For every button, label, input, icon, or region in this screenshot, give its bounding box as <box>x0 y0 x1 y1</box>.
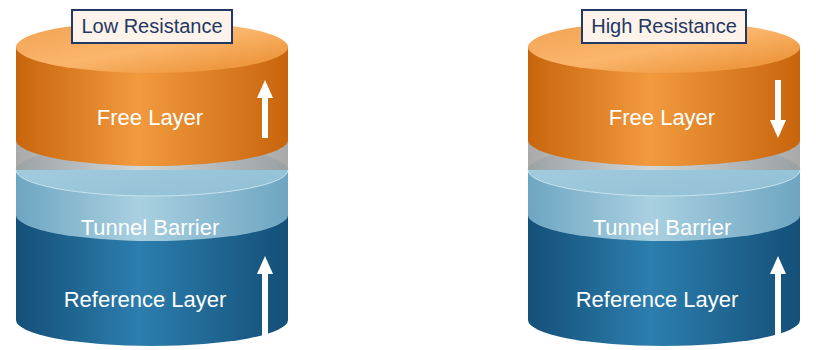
resistance-label-box: High Resistance <box>581 9 747 44</box>
state-label: Low Resistance <box>81 15 222 38</box>
mtj-stack <box>16 21 288 346</box>
layer-band: Reference Layer <box>35 282 255 318</box>
layer-label: Free Layer <box>609 105 715 131</box>
magnetization-arrows <box>257 80 786 338</box>
resistance-label-box: Low Resistance <box>71 9 232 44</box>
layer-band: Free Layer <box>552 100 772 136</box>
layer-band: Tunnel Barrier <box>40 210 260 246</box>
layer-band: Tunnel Barrier <box>552 210 772 246</box>
layer-label: Reference Layer <box>64 287 227 313</box>
state-label: High Resistance <box>591 15 737 38</box>
mtj-stack <box>528 21 800 346</box>
layer-band: Reference Layer <box>547 282 767 318</box>
layer-label: Reference Layer <box>576 287 739 313</box>
layer-label: Free Layer <box>97 105 203 131</box>
layer-label: Tunnel Barrier <box>593 215 732 241</box>
layer-label: Tunnel Barrier <box>81 215 220 241</box>
layer-band: Free Layer <box>40 100 260 136</box>
